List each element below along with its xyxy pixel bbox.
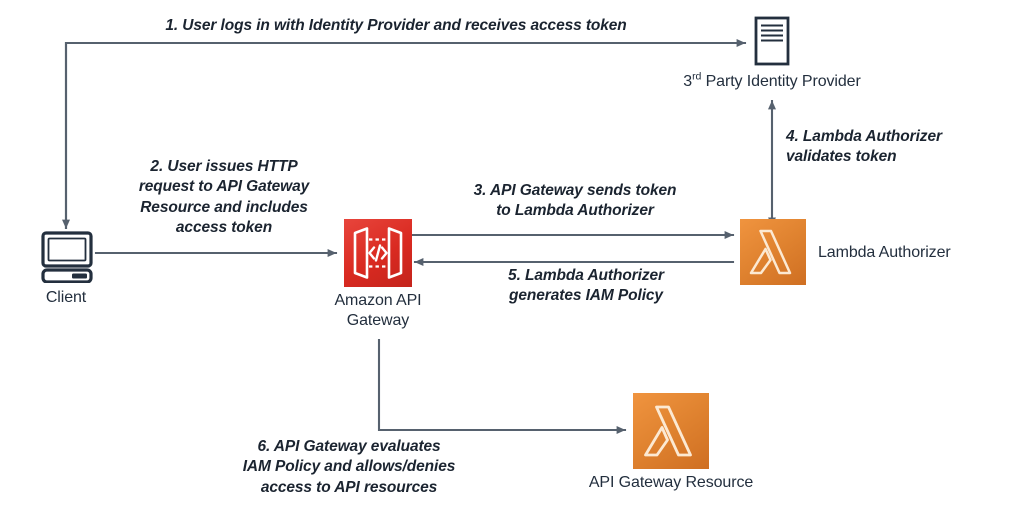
step-2-label: 2. User issues HTTP request to API Gatew…	[138, 158, 310, 237]
api-gateway-label: Amazon API Gateway	[334, 292, 422, 330]
aws-lambda-icon	[740, 219, 806, 285]
step-6-label: 6. API Gateway evaluates IAM Policy and …	[242, 438, 456, 496]
client-label: Client	[45, 289, 87, 306]
identity-provider-label-suffix: Party Identity Provider	[701, 73, 861, 90]
api-gateway-icon	[344, 219, 412, 287]
edge-api-gateway-to-api-gateway-resource	[377, 338, 627, 434]
step-4-label: 4. Lambda Authorizer validates token	[786, 128, 942, 166]
lambda-authorizer-label: Lambda Authorizer	[818, 244, 951, 261]
server-document-icon	[754, 16, 790, 66]
desktop-computer-icon	[40, 231, 94, 283]
api-gateway-resource-icon	[633, 393, 709, 469]
identity-provider-label-superscript: rd	[692, 70, 702, 83]
identity-provider-label: 3rd Party Identity Provider	[640, 70, 904, 92]
identity-provider-label-prefix: 3	[683, 73, 693, 90]
step-5-label: 5. Lambda Authorizer generates IAM Polic…	[508, 267, 664, 305]
step-1-label: 1. User logs in with Identity Provider a…	[165, 17, 627, 34]
api-gateway-resource-label: API Gateway Resource	[588, 474, 754, 491]
step-3-label: 3. API Gateway sends token to Lambda Aut…	[473, 182, 677, 220]
